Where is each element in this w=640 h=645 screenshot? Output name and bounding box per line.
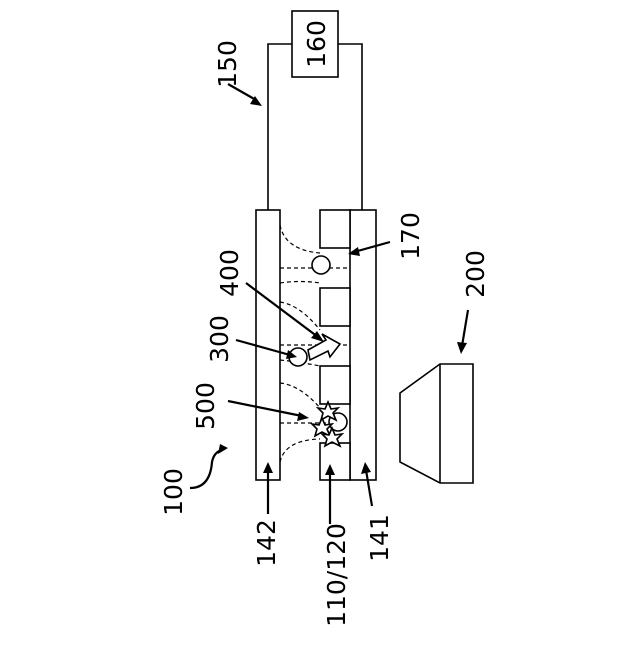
label-150: 150: [213, 40, 242, 88]
label-110-120: 110/120: [322, 523, 351, 627]
label-400: 400: [215, 249, 244, 297]
label-500: 500: [191, 382, 220, 430]
label-100: 100: [159, 468, 188, 516]
electrode-segment-1: [320, 210, 350, 248]
electrode-segment-4: [320, 443, 350, 480]
label-300: 300: [205, 315, 234, 363]
label-170: 170: [396, 212, 425, 260]
device-200: [400, 364, 473, 483]
electrode-segment-2: [320, 288, 350, 326]
label-200: 200: [461, 250, 490, 298]
plate-142: [256, 210, 280, 480]
particles-500: [312, 402, 347, 446]
label-160: 160: [302, 20, 331, 68]
label-141: 141: [365, 514, 394, 562]
particle-170: [312, 256, 330, 274]
label-142: 142: [252, 519, 281, 567]
electrode-segment-3: [320, 366, 350, 404]
